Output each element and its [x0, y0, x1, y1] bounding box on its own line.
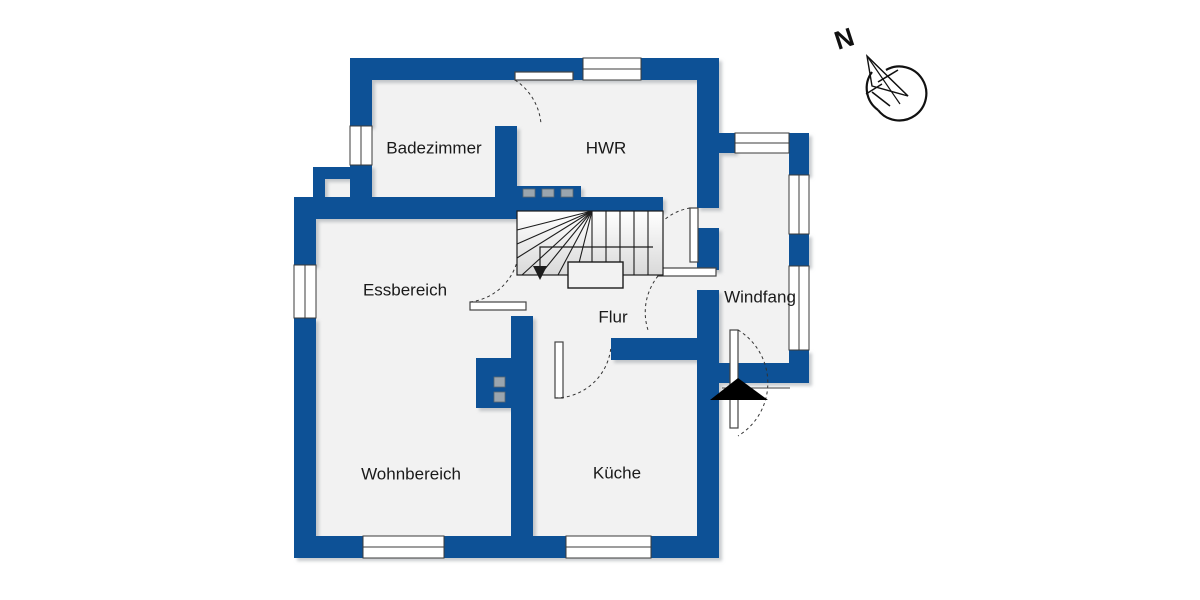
wall-shaft-block: [476, 358, 511, 408]
wall-exterior-left-lower: [294, 318, 316, 558]
wall-windfang-bottom: [719, 363, 809, 383]
stair-arrow-head: [533, 266, 547, 280]
wall-exterior-right-mid2: [697, 228, 719, 270]
wall-windfang-right-mid: [789, 234, 809, 266]
wall-exterior-right-upper: [697, 58, 719, 138]
entry-direction-marker: [738, 378, 768, 400]
wall-under-badezimmer: [294, 197, 517, 219]
stair-direction-arrow: [539, 246, 653, 268]
window-left-badezimmer: [349, 125, 373, 166]
window-right-windfang-lower: [788, 265, 810, 351]
door-kueche: [554, 341, 612, 399]
wall-exterior-bottom: [294, 536, 719, 558]
room-label-windfang: Windfang: [724, 287, 796, 306]
window-left-essbereich: [293, 264, 317, 319]
wall-windfang-top: [697, 133, 735, 153]
windows: [293, 57, 810, 559]
stair-treads-winder: [516, 210, 593, 276]
door-essbereich: [469, 257, 527, 311]
compass-rose: N: [831, 21, 928, 122]
wall-exterior-right-lower: [697, 290, 719, 558]
room-label-kueche: Küche: [593, 463, 641, 482]
wall-flur-windfang: [697, 138, 719, 208]
window-top-windfang: [734, 132, 790, 154]
shafts: [493, 188, 574, 403]
window-bottom-kueche: [565, 535, 652, 559]
door-hwr-top: [514, 71, 574, 125]
wall-flur-kueche: [611, 338, 719, 360]
shaft-vents-flur: [493, 376, 506, 403]
compass-north-letter: N: [831, 21, 858, 55]
mask-outside-right-top: [719, 58, 819, 133]
wall-bay-left: [313, 167, 325, 205]
room-label-flur: Flur: [598, 307, 628, 326]
wall-badezimmer-left-lower: [350, 165, 372, 205]
door-entrance: [710, 329, 790, 437]
room-label-essbereich: Essbereich: [363, 280, 447, 299]
mask-outside-left-upper: [285, 58, 353, 168]
stair-treads-straight: [591, 211, 649, 275]
wall-wohn-kueche-divider: [511, 316, 533, 558]
wall-windfang-top-right: [789, 133, 809, 175]
wall-badezimmer-hwr: [495, 126, 517, 209]
mask-bay-hole: [322, 176, 342, 197]
room-label-wohnbereich: Wohnbereich: [361, 464, 461, 483]
staircase: [516, 210, 664, 289]
room-label-hwr: HWR: [586, 138, 627, 157]
doors: [469, 71, 790, 437]
room-labels: Badezimmer HWR Essbereich Flur Windfang …: [361, 138, 796, 483]
window-top-hwr: [582, 57, 642, 81]
compass-needle: [865, 54, 928, 122]
shaft-vents-stairhead: [522, 188, 574, 198]
window-bottom-wohnbereich: [362, 535, 445, 559]
room-label-badezimmer: Badezimmer: [386, 138, 482, 157]
wall-badezimmer-left-upper: [350, 58, 372, 126]
window-right-windfang-upper: [788, 174, 810, 235]
wall-stair-head: [517, 197, 663, 211]
stair-landing: [567, 261, 624, 289]
